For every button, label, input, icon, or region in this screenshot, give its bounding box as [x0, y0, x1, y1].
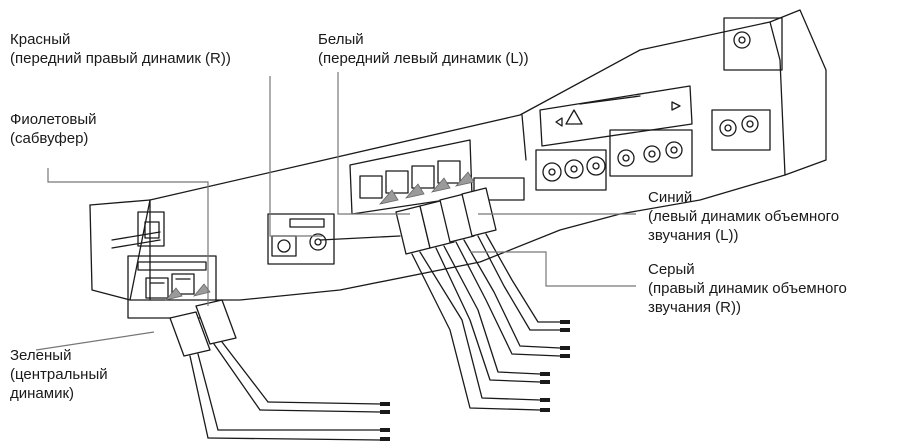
label-blue-name: Синий [648, 188, 839, 207]
label-violet-desc: (сабвуфер) [10, 129, 97, 148]
label-red-desc: (передний правый динамик (R)) [10, 49, 231, 68]
label-violet-name: Фиолетовый [10, 110, 97, 129]
label-green-desc2: динамик) [10, 384, 108, 403]
label-blue: Синий (левый динамик объемного звучания … [648, 188, 839, 245]
label-red: Красный (передний правый динамик (R)) [10, 30, 231, 68]
label-blue-desc: (левый динамик объемного [648, 207, 839, 226]
center-sub-plugs [170, 300, 380, 440]
label-white: Белый (передний левый динамик (L)) [318, 30, 529, 68]
label-gray: Серый (правый динамик объемного звучания… [648, 260, 847, 317]
label-blue-desc2: звучания (L)) [648, 226, 839, 245]
label-gray-name: Серый [648, 260, 847, 279]
label-white-desc: (передний левый динамик (L)) [318, 49, 529, 68]
label-gray-desc: (правый динамик объемного [648, 279, 847, 298]
label-violet: Фиолетовый (сабвуфер) [10, 110, 97, 148]
wire-tips [380, 320, 570, 441]
label-gray-desc2: звучания (R)) [648, 298, 847, 317]
label-green-desc: (центральный [10, 365, 108, 384]
label-red-name: Красный [10, 30, 231, 49]
label-white-name: Белый [318, 30, 529, 49]
label-green-name: Зеленый [10, 346, 108, 365]
label-green: Зеленый (центральный динамик) [10, 346, 108, 403]
